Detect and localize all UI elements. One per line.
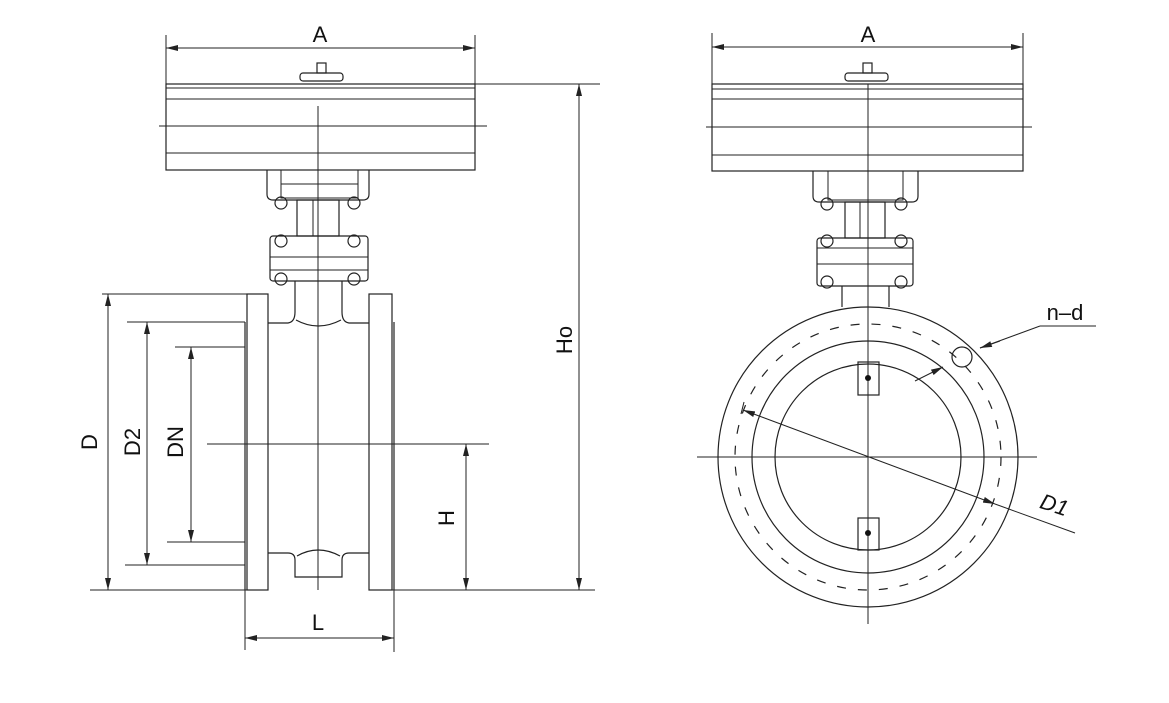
lug-bottom — [857, 517, 880, 551]
bolt-icon — [274, 234, 288, 248]
label-ho: Ho — [552, 326, 577, 354]
bolt-icon — [894, 197, 908, 211]
actuator-side — [706, 62, 1032, 172]
dimension-l: L — [244, 590, 395, 652]
dimension-d2: D2 — [120, 321, 245, 566]
dimension-n-d: n–d — [914, 300, 1096, 382]
bolt-icon — [274, 272, 288, 286]
bolt-icon — [347, 234, 361, 248]
bolt-icon — [894, 234, 908, 248]
flange-circles — [697, 84, 1037, 624]
label-h: H — [434, 510, 459, 526]
dimension-a-front: A — [165, 22, 476, 84]
label-d2: D2 — [120, 428, 145, 456]
lug-top — [857, 361, 880, 396]
dimension-a-side: A — [711, 22, 1024, 84]
bolt-icon — [820, 275, 834, 289]
front-view: A — [77, 22, 600, 652]
dimension-dn: DN — [163, 346, 245, 543]
label-n-d: n–d — [1047, 300, 1084, 325]
bolt-icon — [347, 196, 361, 210]
bolt-hole-icon — [951, 346, 973, 368]
bolt-icon — [894, 275, 908, 289]
label-a: A — [313, 22, 328, 47]
label-l: L — [312, 610, 324, 635]
bolt-icon — [820, 234, 834, 248]
side-view: A — [697, 22, 1096, 624]
dimension-ho: Ho — [552, 84, 582, 590]
label-d1: D1 — [1037, 489, 1071, 521]
actuator — [159, 62, 600, 171]
label-d: D — [77, 434, 102, 450]
label-a-side: A — [861, 22, 876, 47]
valve-body — [207, 106, 489, 591]
dimension-d1: D1 — [740, 401, 1076, 534]
dimension-d: D — [77, 293, 595, 591]
bolt-icon — [820, 197, 834, 211]
dimension-h: H — [434, 444, 469, 590]
bracket-side — [812, 170, 919, 307]
bolt-icon — [274, 196, 288, 210]
label-dn: DN — [163, 426, 188, 458]
bolt-icon — [347, 272, 361, 286]
